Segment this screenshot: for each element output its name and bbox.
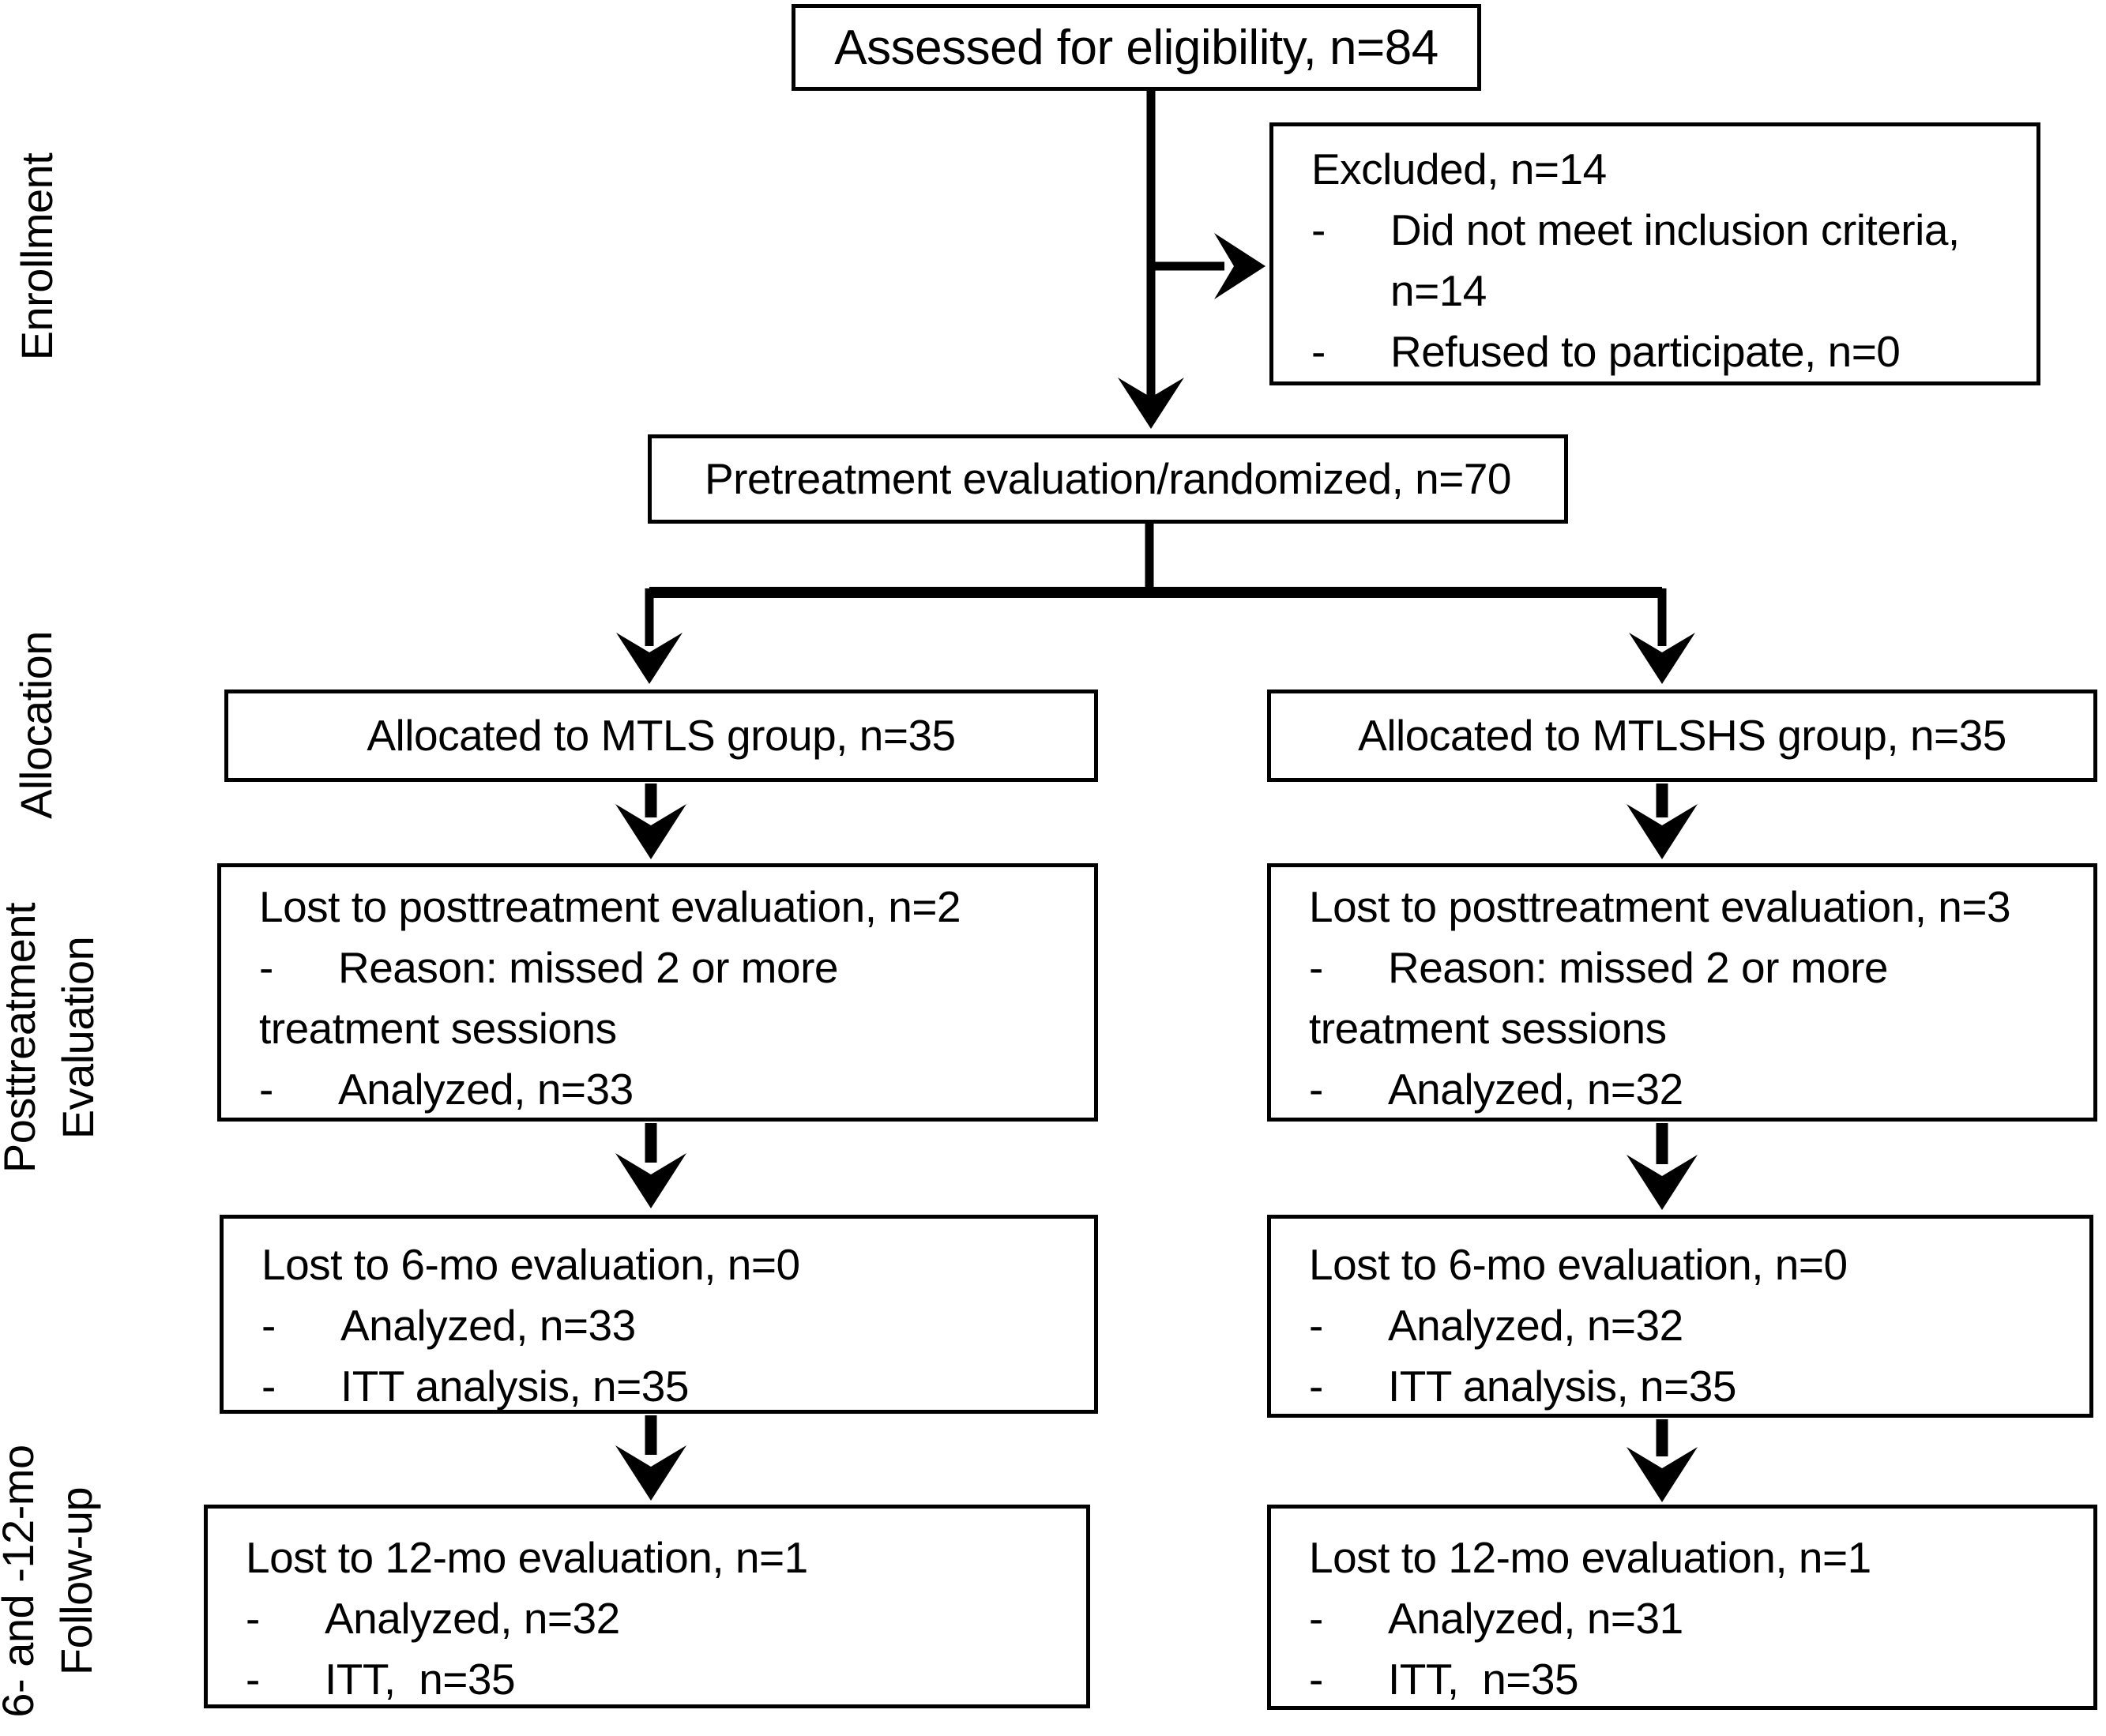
box-twelve-month-mtlshs: Lost to 12-mo evaluation, n=1 - Analyzed… [1267,1505,2097,1710]
list-item: - ITT analysis, n=35 [261,1356,1088,1417]
box-six-month-mtls: Lost to 6-mo evaluation, n=0 - Analyzed,… [220,1215,1098,1414]
dash-bullet: - [1311,327,1326,376]
dash-bullet: - [259,1065,273,1114]
list-item-text: Reason: missed 2 or more [1388,943,1889,992]
list-item: - Analyzed, n=32 [1309,1295,2083,1356]
arrow-six-to-twelve-right [1627,1419,1698,1502]
box-text: Allocated to MTLS group, n=35 [367,711,956,760]
stage-label-text: Posttreatment [0,902,44,1174]
list-item: - Reason: missed 2 or more [259,938,1088,998]
list-item-text: Lost to posttreatment evaluation, n=2 [259,882,961,931]
list-item: - Analyzed, n=31 [1309,1588,2087,1649]
list-item: - ITT, n=35 [246,1649,1080,1710]
list-item: Lost to posttreatment evaluation, n=3 [1309,877,2087,938]
stage-label-text: Evaluation [53,936,103,1140]
stage-label-posttreatment-evaluation: Posttreatment Evaluation [0,761,107,1314]
dash-bullet: - [1309,1065,1323,1114]
list-item-text: ITT, n=35 [1388,1655,1579,1704]
stage-label-followup: 6- and -12-mo Follow-up [0,1305,106,1736]
list-item: - ITT, n=35 [1309,1649,2087,1710]
list-item-text: Lost to 6-mo evaluation, n=0 [1309,1240,1848,1289]
list-item-text: Lost to 12-mo evaluation, n=1 [246,1533,808,1582]
list-item-text: Analyzed, n=32 [1388,1301,1683,1350]
list-item: Lost to 6-mo evaluation, n=0 [1309,1234,2083,1295]
list-item-text: Lost to 12-mo evaluation, n=1 [1309,1533,1871,1582]
list-item: Lost to 12-mo evaluation, n=1 [1309,1527,2087,1588]
list-item: - Reason: missed 2 or more [1309,938,2087,998]
dash-bullet: - [1309,1362,1323,1411]
arrow-post-to-six-right [1627,1123,1698,1210]
list-item: - Analyzed, n=32 [246,1588,1080,1649]
arrow-six-to-twelve-left [615,1415,686,1501]
stage-label-text: 6- and -12-mo [0,1445,43,1718]
list-item-text: treatment sessions [1309,1004,1667,1053]
list-item: Lost to 12-mo evaluation, n=1 [246,1527,1080,1588]
dash-bullet: - [246,1655,260,1704]
box-posttreatment-mtls: Lost to posttreatment evaluation, n=2 - … [217,863,1098,1122]
list-item-text: treatment sessions [259,1004,617,1053]
dash-bullet: - [1309,1301,1323,1350]
connector-randomization-split [616,524,1695,684]
stage-label-text: Follow-up [51,1486,101,1676]
arrow-alloc-to-post-right [1627,783,1698,859]
list-item-text: ITT, n=35 [325,1655,516,1704]
list-item: Lost to posttreatment evaluation, n=2 [259,877,1088,938]
dash-bullet: - [246,1594,260,1643]
list-item-text: Refused to participate, n=0 [1390,327,1901,376]
box-assessed-eligibility: Assessed for eligibility, n=84 [792,4,1481,91]
box-text: Allocated to MTLSHS group, n=35 [1358,711,2006,760]
list-item-text: Reason: missed 2 or more [338,943,839,992]
dash-bullet: - [1311,205,1326,254]
arrow-alloc-to-post-left [615,783,686,859]
box-allocated-mtlshs: Allocated to MTLSHS group, n=35 [1267,690,2097,782]
dash-bullet: - [259,943,273,992]
list-item: treatment sessions [259,998,1088,1059]
dash-bullet: - [1309,1655,1323,1704]
stage-label-text: Enrollment [12,152,62,361]
list-item: Excluded, n=14 [1311,139,2030,200]
box-pretreatment-randomized: Pretreatment evaluation/randomized, n=70 [648,434,1568,524]
list-item: treatment sessions [1309,998,2087,1059]
dash-bullet: - [1309,1594,1323,1643]
list-item-text: Analyzed, n=32 [325,1594,620,1643]
list-item-text: Did not meet inclusion criteria, n=14 [1390,205,1960,315]
list-item: - Analyzed, n=33 [259,1059,1088,1120]
list-item-text: Lost to 6-mo evaluation, n=0 [261,1240,800,1289]
box-excluded: Excluded, n=14 - Did not meet inclusion … [1269,122,2040,385]
list-item-text: ITT analysis, n=35 [340,1362,689,1411]
list-item: - Refused to participate, n=0 [1311,321,2030,382]
box-text: Pretreatment evaluation/randomized, n=70 [704,454,1512,503]
box-allocated-mtls: Allocated to MTLS group, n=35 [224,690,1098,782]
list-item: - Analyzed, n=33 [261,1295,1088,1356]
list-item-text: Lost to posttreatment evaluation, n=3 [1309,882,2011,931]
list-item-text: Analyzed, n=32 [1388,1065,1683,1114]
list-item: - Analyzed, n=32 [1309,1059,2087,1120]
list-item-text: Excluded, n=14 [1311,145,1607,194]
list-item: - ITT analysis, n=35 [1309,1356,2083,1417]
box-posttreatment-mtlshs: Lost to posttreatment evaluation, n=3 - … [1267,863,2097,1122]
box-text: Assessed for eligibility, n=84 [834,20,1438,75]
dash-bullet: - [261,1362,276,1411]
arrow-assessed-to-pretreatment [1118,91,1184,429]
list-item-text: Analyzed, n=33 [338,1065,634,1114]
box-six-month-mtlshs: Lost to 6-mo evaluation, n=0 - Analyzed,… [1267,1215,2093,1418]
list-item-text: Analyzed, n=33 [340,1301,636,1350]
box-twelve-month-mtls: Lost to 12-mo evaluation, n=1 - Analyzed… [204,1505,1090,1708]
list-item: - Did not meet inclusion criteria, n=14 [1311,200,2030,321]
arrow-branch-to-excluded [1151,233,1265,299]
dash-bullet: - [261,1301,276,1350]
arrow-post-to-six-left [615,1123,686,1208]
list-item-text: ITT analysis, n=35 [1388,1362,1736,1411]
dash-bullet: - [1309,943,1323,992]
list-item-text: Analyzed, n=31 [1388,1594,1683,1643]
list-item: Lost to 6-mo evaluation, n=0 [261,1234,1088,1295]
